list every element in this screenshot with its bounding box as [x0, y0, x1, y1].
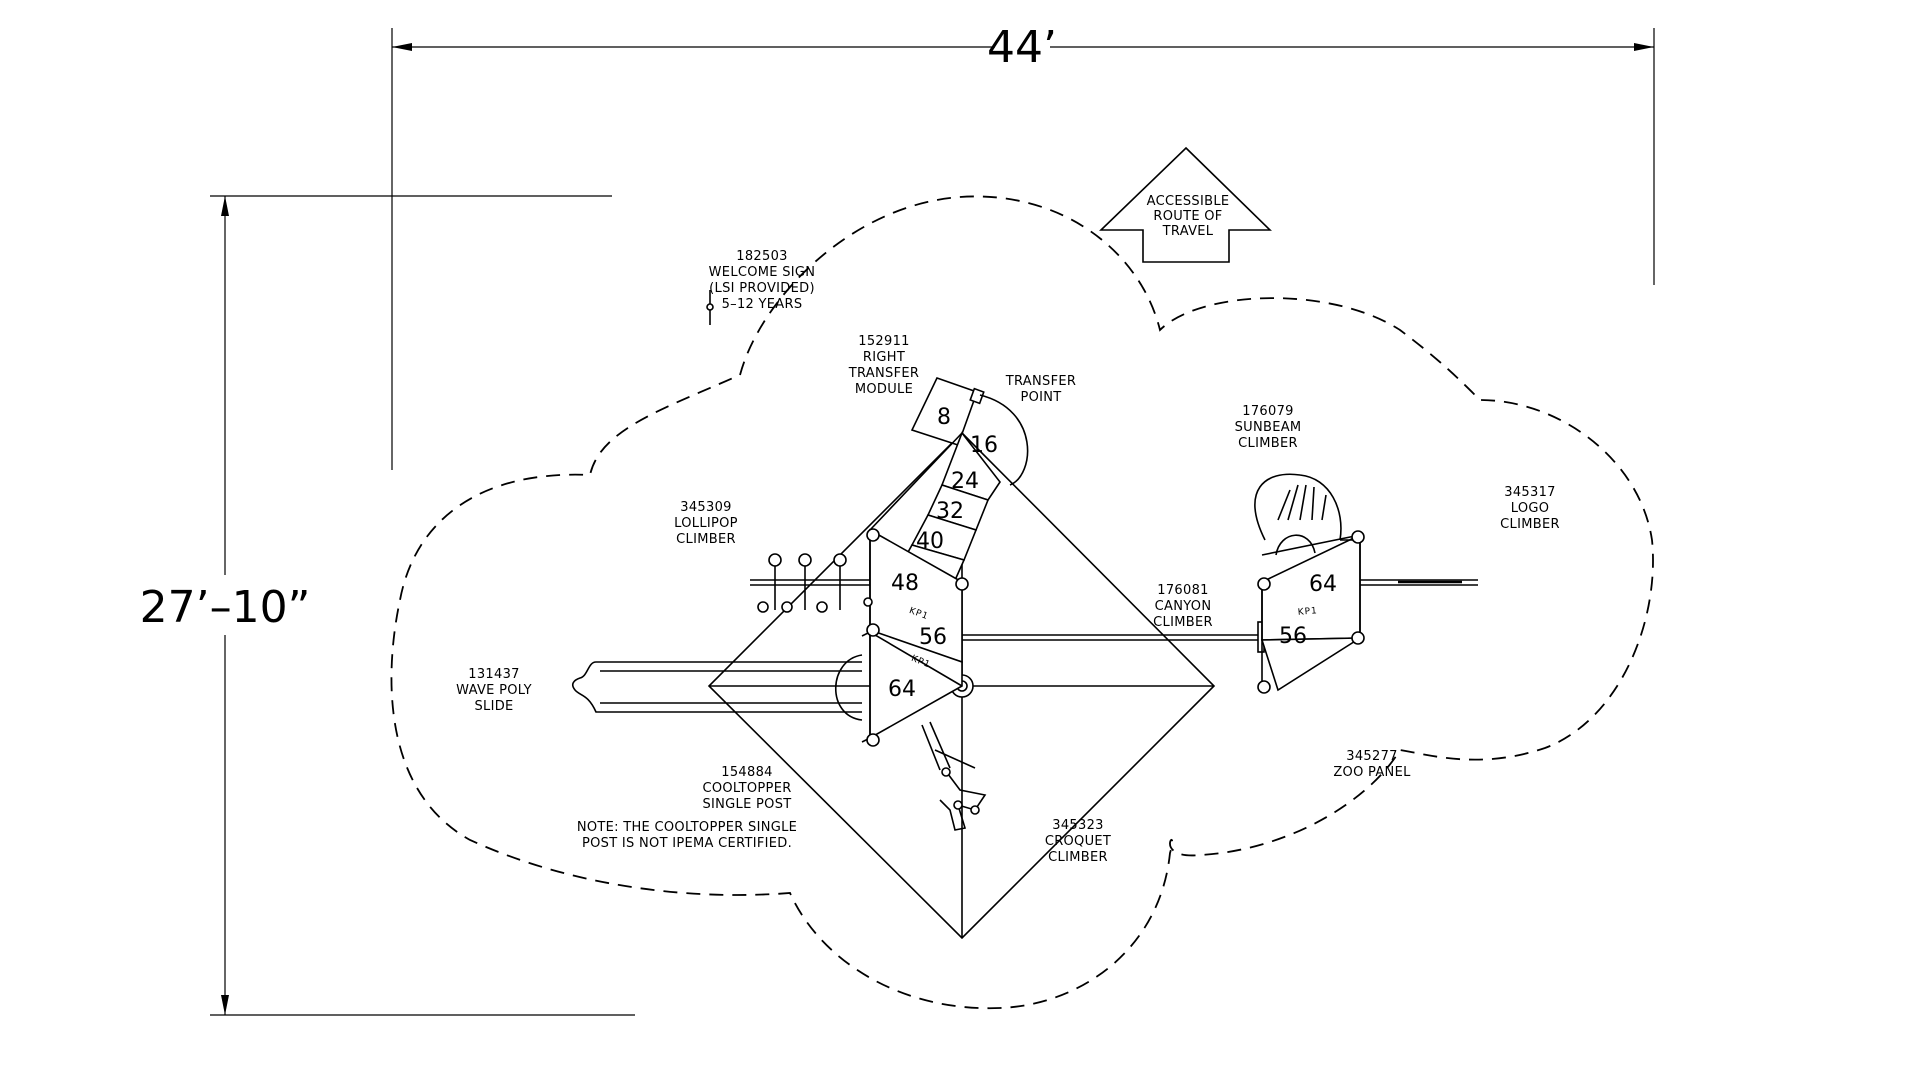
wave-slide-part-number: 131437: [468, 667, 519, 682]
transfer-point-label-1: TRANSFER: [1005, 374, 1076, 389]
right-deck-64-height: 64: [1309, 572, 1337, 597]
deck-48-height: 48: [891, 571, 919, 596]
wave-slide-callout: 131437 WAVE POLY SLIDE: [456, 667, 532, 714]
step-40-height: 40: [916, 529, 944, 554]
logo-climber-callout: 345317 LOGO CLIMBER: [1500, 485, 1560, 532]
welcome-sign-part-number: 182503: [736, 249, 787, 264]
canyon-part-number: 176081: [1157, 583, 1208, 598]
zoo-panel-label: ZOO PANEL: [1333, 765, 1411, 780]
croquet-label-1: CROQUET: [1045, 834, 1111, 849]
transfer-module-label-1: RIGHT: [863, 350, 905, 365]
sunbeam-callout: 176079 SUNBEAM CLIMBER: [1235, 404, 1302, 451]
logo-climber-label-1: LOGO: [1511, 501, 1550, 516]
right-deck: 64 56 KP1: [1254, 473, 1365, 694]
wave-slide-label-1: WAVE POLY: [456, 683, 532, 698]
canyon-climber: [962, 621, 1265, 653]
croquet-label-2: CLIMBER: [1048, 850, 1108, 865]
lollipop-label-1: LOLLIPOP: [674, 516, 738, 531]
step-24-height: 24: [951, 469, 979, 494]
cooltopper-note-line-1: NOTE: THE COOLTOPPER SINGLE: [577, 820, 797, 835]
arrow-label-line-1: ACCESSIBLE: [1147, 194, 1230, 209]
right-deck-56-height: 56: [1279, 624, 1307, 649]
sunbeam-label-1: SUNBEAM: [1235, 420, 1302, 435]
cooltopper-callout: 154884 COOLTOPPER SINGLE POST NOTE: THE …: [577, 765, 797, 851]
zoo-panel-callout: 345277 ZOO PANEL: [1333, 749, 1411, 780]
transfer-module: 8 16 24 32 40: [869, 377, 1029, 588]
sunbeam-part-number: 176079: [1242, 404, 1293, 419]
height-dimension: 27’–10”: [140, 195, 635, 1016]
croquet-climber: [921, 721, 987, 831]
croquet-part-number: 345323: [1052, 818, 1103, 833]
transfer-module-part-number: 152911: [858, 334, 909, 349]
logo-climber: [1360, 579, 1478, 586]
width-dimension-label: 44’: [987, 22, 1057, 73]
canyon-label-1: CANYON: [1155, 599, 1212, 614]
transfer-point-callout: TRANSFER POINT: [1005, 374, 1076, 405]
transfer-point-label-2: POINT: [1020, 390, 1061, 405]
kick-plate-label-3: KP1: [1297, 606, 1318, 618]
zoo-panel-part-number: 345277: [1346, 749, 1397, 764]
lollipop-label-2: CLIMBER: [676, 532, 736, 547]
welcome-sign-label-1: WELCOME SIGN: [709, 265, 816, 280]
logo-climber-part-number: 345317: [1504, 485, 1555, 500]
transfer-module-label-2: TRANSFER: [848, 366, 919, 381]
cooltopper-part-number: 154884: [721, 765, 772, 780]
cooltopper-label-2: SINGLE POST: [702, 797, 791, 812]
main-deck: 48 56 64 KP1 KP1: [861, 528, 969, 747]
step-16-height: 16: [970, 433, 998, 458]
cooltopper-note-line-2: POST IS NOT IPEMA CERTIFIED.: [582, 836, 792, 851]
cooltopper-label-1: COOLTOPPER: [702, 781, 791, 796]
step-8-height: 8: [937, 405, 951, 430]
safety-zone-outline: [390, 195, 1654, 1010]
logo-climber-label-2: CLIMBER: [1500, 517, 1560, 532]
canyon-label-2: CLIMBER: [1153, 615, 1213, 630]
wave-slide-label-2: SLIDE: [474, 699, 513, 714]
transfer-module-label-3: MODULE: [855, 382, 913, 397]
croquet-callout: 345323 CROQUET CLIMBER: [1045, 818, 1111, 865]
lollipop-part-number: 345309: [680, 500, 731, 515]
width-dimension: 44’: [391, 22, 1655, 470]
welcome-sign: 182503 WELCOME SIGN (LSI PROVIDED) 5–12 …: [706, 249, 816, 325]
wave-poly-slide: [572, 654, 863, 721]
deck-64-height: 64: [888, 677, 916, 702]
welcome-sign-label-2: (LSI PROVIDED): [709, 281, 815, 296]
arrow-label-line-2: ROUTE OF: [1153, 209, 1222, 224]
deck-56-height: 56: [919, 625, 947, 650]
arrow-label-line-3: TRAVEL: [1162, 224, 1214, 239]
canyon-callout: 176081 CANYON CLIMBER: [1153, 583, 1213, 630]
lollipop-climber: [750, 553, 872, 613]
accessible-route-arrow: ACCESSIBLE ROUTE OF TRAVEL: [1099, 146, 1272, 263]
step-32-height: 32: [936, 499, 964, 524]
height-dimension-label: 27’–10”: [140, 582, 311, 633]
lollipop-callout: 345309 LOLLIPOP CLIMBER: [674, 500, 738, 547]
transfer-module-callout: 152911 RIGHT TRANSFER MODULE: [848, 334, 919, 397]
welcome-sign-label-3: 5–12 YEARS: [722, 297, 803, 312]
sunbeam-label-2: CLIMBER: [1238, 436, 1298, 451]
